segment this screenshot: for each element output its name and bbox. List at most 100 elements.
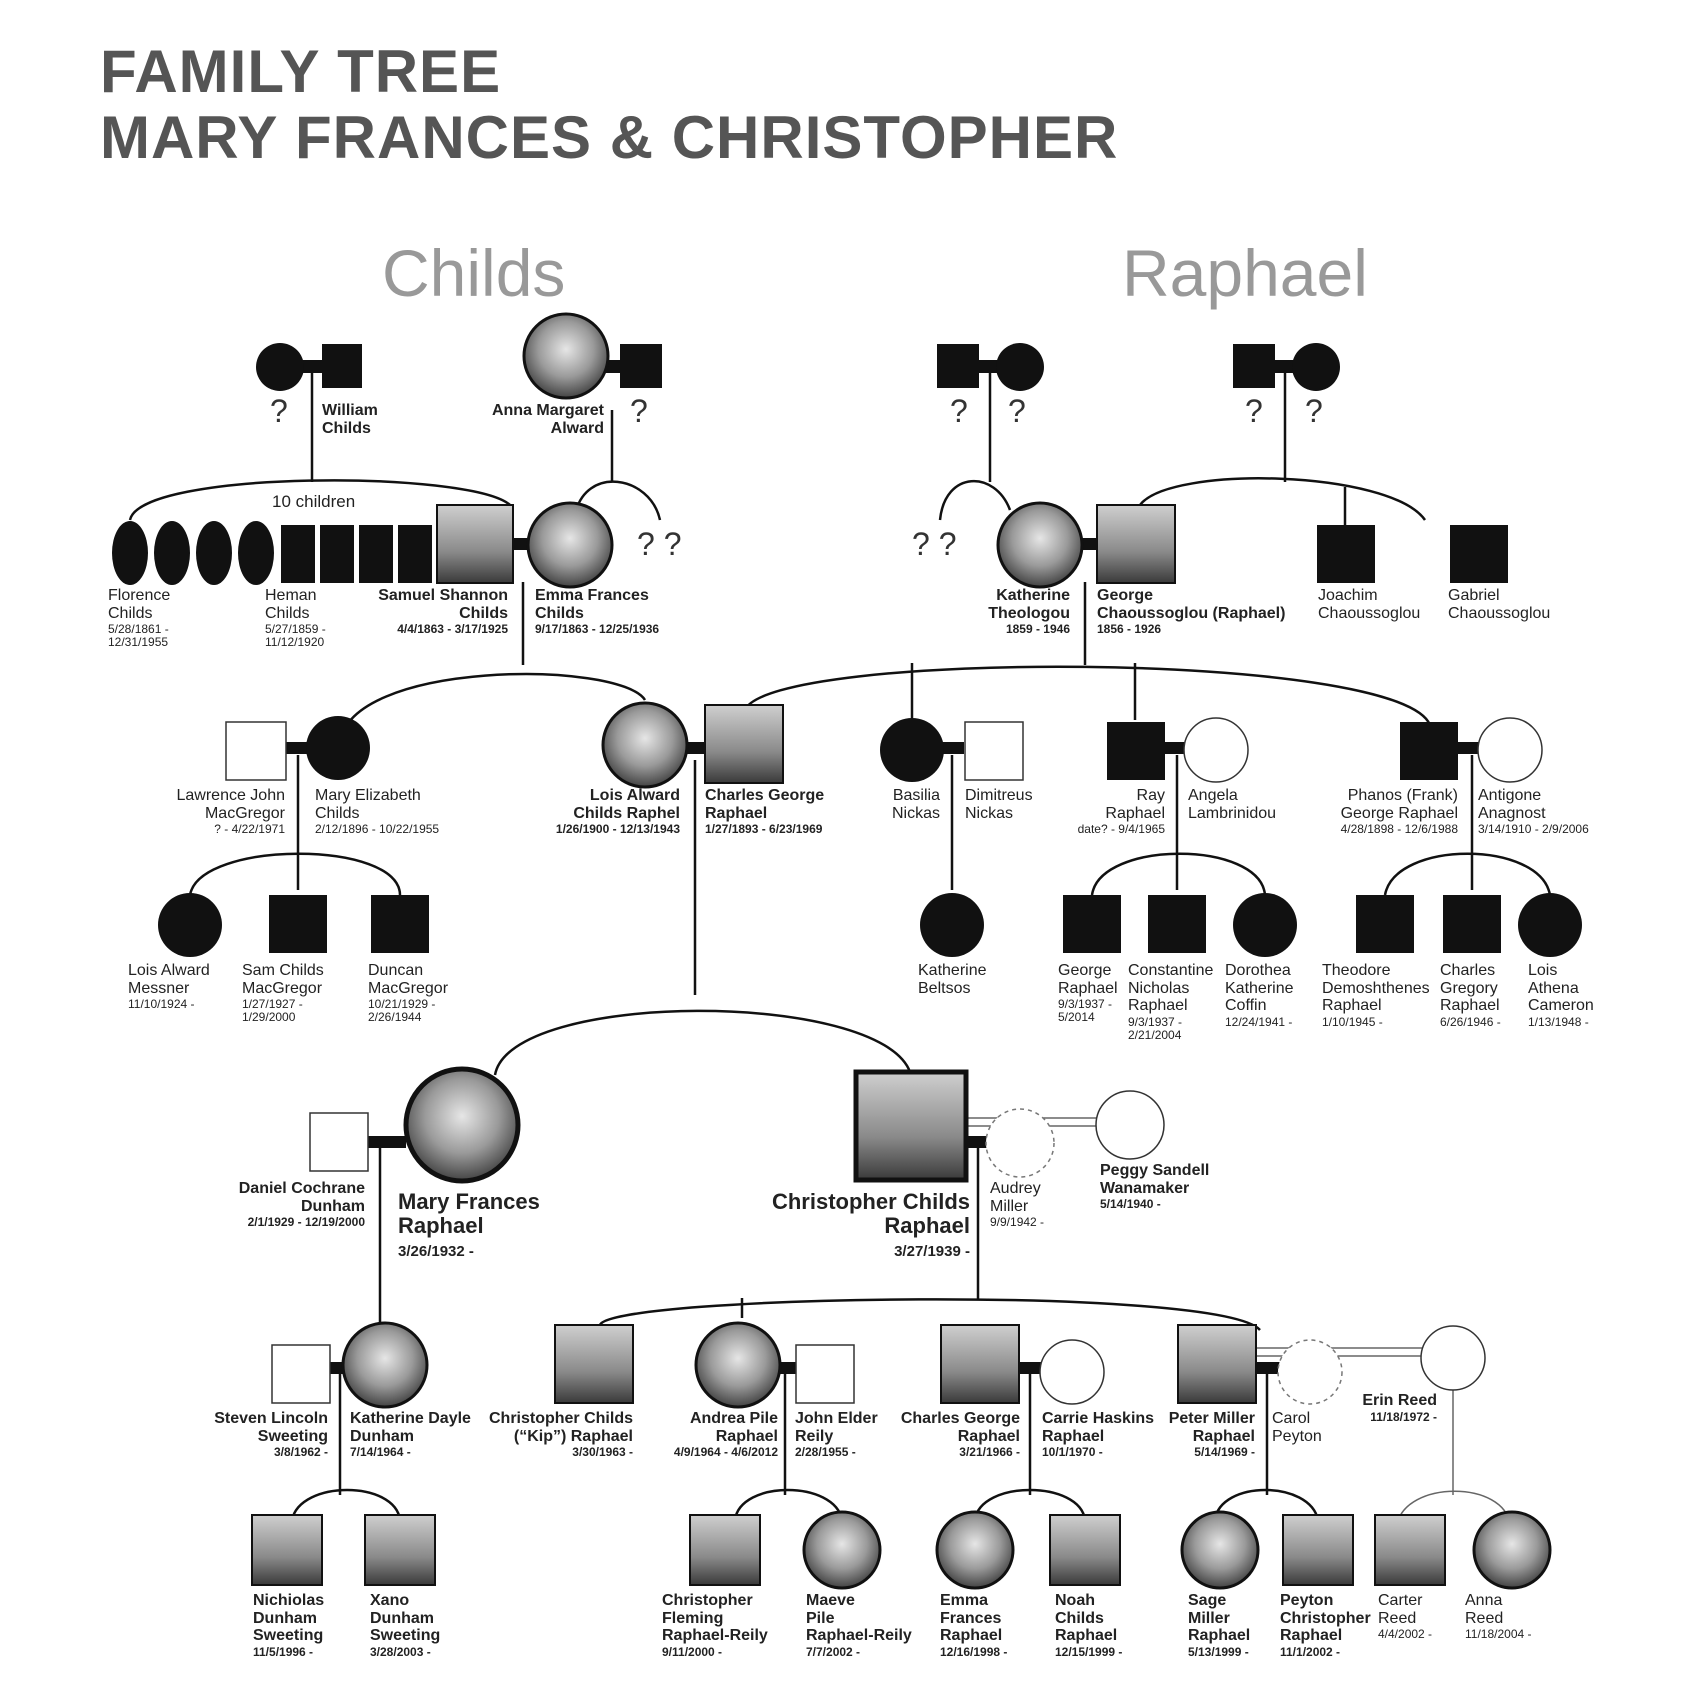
male-symbol	[322, 344, 362, 388]
male-symbol	[937, 344, 979, 388]
gen0-symbols	[256, 312, 1340, 400]
person-label-sage: Sage Miller Raphael 5/13/1999 -	[1188, 1592, 1251, 1659]
unknown-mark: ?	[1305, 393, 1323, 429]
person-label-basilia: Basilia Nickas	[891, 787, 940, 822]
lois-childs-photo	[601, 701, 689, 789]
person-label-william-childs: William Childs	[322, 402, 378, 437]
male-symbol	[620, 344, 662, 388]
peyton-photo	[1282, 1514, 1354, 1586]
person-label-katherine-theologou: Katherine Theologou 1859 - 1946	[988, 587, 1070, 637]
person-label-audrey: Audrey Miller 9/9/1942 -	[990, 1180, 1045, 1230]
person-label-anna-reed: Anna Reed 11/18/2004 -	[1465, 1592, 1532, 1642]
person-label-christopher: Christopher Childs Raphael 3/27/1939 -	[771, 1189, 970, 1261]
emma-childs-photo	[526, 501, 614, 589]
person-label-lois-childs: Lois Alward Childs Raphel 1/26/1900 - 12…	[555, 787, 680, 837]
person-label-erin: Erin Reed 11/18/1972 -	[1362, 1392, 1437, 1424]
person-label-andrea: Andrea Pile Raphael 4/9/1964 - 4/6/2012	[673, 1410, 778, 1460]
person-label-carter: Carter Reed 4/4/2002 -	[1378, 1592, 1433, 1642]
christopher-photo	[853, 1069, 969, 1183]
gen2-symbols	[225, 701, 1543, 789]
person-label-daniel-dunham: Daniel Cochrane Dunham 2/1/1929 - 12/19/…	[238, 1180, 365, 1230]
person-label-carol: Carol Peyton	[1272, 1410, 1322, 1445]
mary-frances-photo	[403, 1066, 521, 1184]
person-label-lois-cameron: Lois Athena Cameron 1/13/1948 -	[1528, 962, 1594, 1029]
female-symbol	[996, 343, 1044, 391]
unknown-mark: ?	[1245, 393, 1263, 429]
person-label-george-chaoussoglou: George Chaoussoglou (Raphael) 1856 - 192…	[1097, 587, 1286, 637]
person-label-carrie: Carrie Haskins Raphael 10/1/1970 -	[1042, 1410, 1155, 1460]
samuel-childs-photo	[436, 504, 514, 584]
person-label-dimitreus: Dimitreus Nickas	[965, 787, 1033, 822]
noah-photo	[1049, 1514, 1121, 1586]
person-label-mary-frances: Mary Frances Raphael 3/26/1932 -	[398, 1189, 540, 1261]
ten-children-note: 10 children	[272, 492, 356, 511]
person-label-charles-george: Charles George Raphael 1/27/1893 - 6/23/…	[705, 787, 825, 837]
person-label-emma-f: Emma Frances Raphael 12/16/1998 -	[940, 1592, 1008, 1659]
maeve-photo	[802, 1510, 882, 1590]
person-label-christopher-f: Christopher Fleming Raphael-Reily 9/11/2…	[662, 1592, 768, 1659]
charles-george-photo	[704, 704, 784, 784]
person-label-xano: Xano Dunham Sweeting 3/28/2003 -	[370, 1592, 441, 1659]
unknown-siblings-mark: ? ?	[912, 526, 957, 562]
gen1-symbols	[112, 501, 1508, 589]
person-label-charles-gregory: Charles Gregory Raphael 6/26/1946 -	[1440, 962, 1501, 1029]
unknown-mark: ?	[950, 393, 968, 429]
person-label-maeve: Maeve Pile Raphael-Reily 7/7/2002 -	[806, 1592, 912, 1659]
person-label-nicholas: Nichiolas Dunham Sweeting 11/5/1996 -	[253, 1592, 325, 1659]
gen3-symbols	[158, 893, 1582, 957]
title-line-1: FAMILY TREE	[100, 38, 502, 105]
person-label-antigone: Antigone Anagnost 3/14/1910 - 2/9/2006	[1478, 787, 1589, 837]
person-label-phanos: Phanos (Frank) George Raphael 4/28/1898 …	[1340, 787, 1458, 837]
katherine-theologou-photo	[996, 501, 1084, 589]
person-label-heman-childs: Heman Childs 5/27/1859 - 11/12/1920	[265, 587, 326, 650]
unknown-mark: ?	[630, 393, 648, 429]
peter-photo	[1177, 1324, 1257, 1404]
anna-reed-photo	[1472, 1510, 1552, 1590]
unknown-siblings-mark: ? ?	[637, 526, 682, 562]
person-label-peyton: Peyton Christopher Raphael 11/1/2002 -	[1280, 1592, 1371, 1659]
charles-g2-photo	[940, 1324, 1020, 1404]
person-label-kip: Christopher Childs (“Kip”) Raphael 3/30/…	[488, 1410, 633, 1460]
branch-label-raphael: Raphael	[1122, 236, 1368, 310]
person-label-peter: Peter Miller Raphael 5/14/1969 -	[1168, 1410, 1255, 1460]
person-label-lois-messner: Lois Alward Messner 11/10/1924 -	[128, 962, 210, 1012]
andrea-photo	[694, 1321, 782, 1409]
person-label-ray: Ray Raphael date? - 9/4/1965	[1077, 787, 1165, 837]
person-label-steven: Steven Lincoln Sweeting 3/8/1962 -	[214, 1410, 328, 1460]
anna-alward-photo	[522, 312, 610, 400]
person-label-florence-childs: Florence Childs 5/28/1861 - 12/31/1955	[108, 587, 171, 650]
person-label-mary-elizabeth: Mary Elizabeth Childs 2/12/1896 - 10/22/…	[315, 787, 440, 837]
gen5-symbols	[271, 1321, 1486, 1409]
gen6-symbols	[251, 1510, 1552, 1590]
person-label-dorothea: Dorothea Katherine Coffin 12/24/1941 -	[1225, 962, 1294, 1029]
person-label-anna-alward: Anna Margaret Alward	[491, 402, 604, 437]
person-label-sam-macgregor: Sam Childs MacGregor 1/27/1927 - 1/29/20…	[242, 962, 324, 1025]
person-label-gabriel: Gabriel Chaoussoglou	[1448, 587, 1551, 622]
person-label-charles-g2: Charles George Raphael 3/21/1966 -	[900, 1410, 1020, 1460]
xano-photo	[364, 1514, 436, 1586]
george-chaoussoglou-photo	[1096, 504, 1176, 584]
person-label-george-raphael: George Raphael 9/3/1937 - 5/2014	[1058, 962, 1118, 1025]
person-label-duncan-macgregor: Duncan MacGregor 10/21/1929 - 2/26/1944	[368, 962, 449, 1025]
katherine-dayle-photo	[341, 1321, 429, 1409]
kip-photo	[554, 1324, 634, 1404]
person-label-john-reily: John Elder Reily 2/28/1955 -	[795, 1410, 878, 1460]
erin-connector	[965, 1117, 1511, 1526]
branch-label-childs: Childs	[382, 236, 566, 310]
female-symbol	[1292, 343, 1340, 391]
unknown-mark: ?	[1008, 393, 1026, 429]
male-symbol	[1233, 344, 1275, 388]
person-label-katherine-dayle: Katherine Dayle Dunham 7/14/1964 -	[350, 1410, 471, 1460]
person-label-peggy: Peggy Sandell Wanamaker 5/14/1940 -	[1100, 1162, 1210, 1212]
person-label-samuel-childs: Samuel Shannon Childs 4/4/1863 - 3/17/19…	[378, 587, 508, 637]
emma-f-photo	[935, 1510, 1015, 1590]
carter-photo	[1374, 1514, 1446, 1586]
person-label-theodore: Theodore Demoshthenes Raphael 1/10/1945 …	[1322, 962, 1430, 1029]
unknown-mark: ?	[270, 393, 288, 429]
female-symbol	[256, 343, 304, 391]
person-label-emma-childs: Emma Frances Childs 9/17/1863 - 12/25/19…	[535, 587, 660, 637]
person-label-angela: Angela Lambrinidou	[1188, 787, 1277, 822]
christopher-f-photo	[689, 1514, 761, 1586]
